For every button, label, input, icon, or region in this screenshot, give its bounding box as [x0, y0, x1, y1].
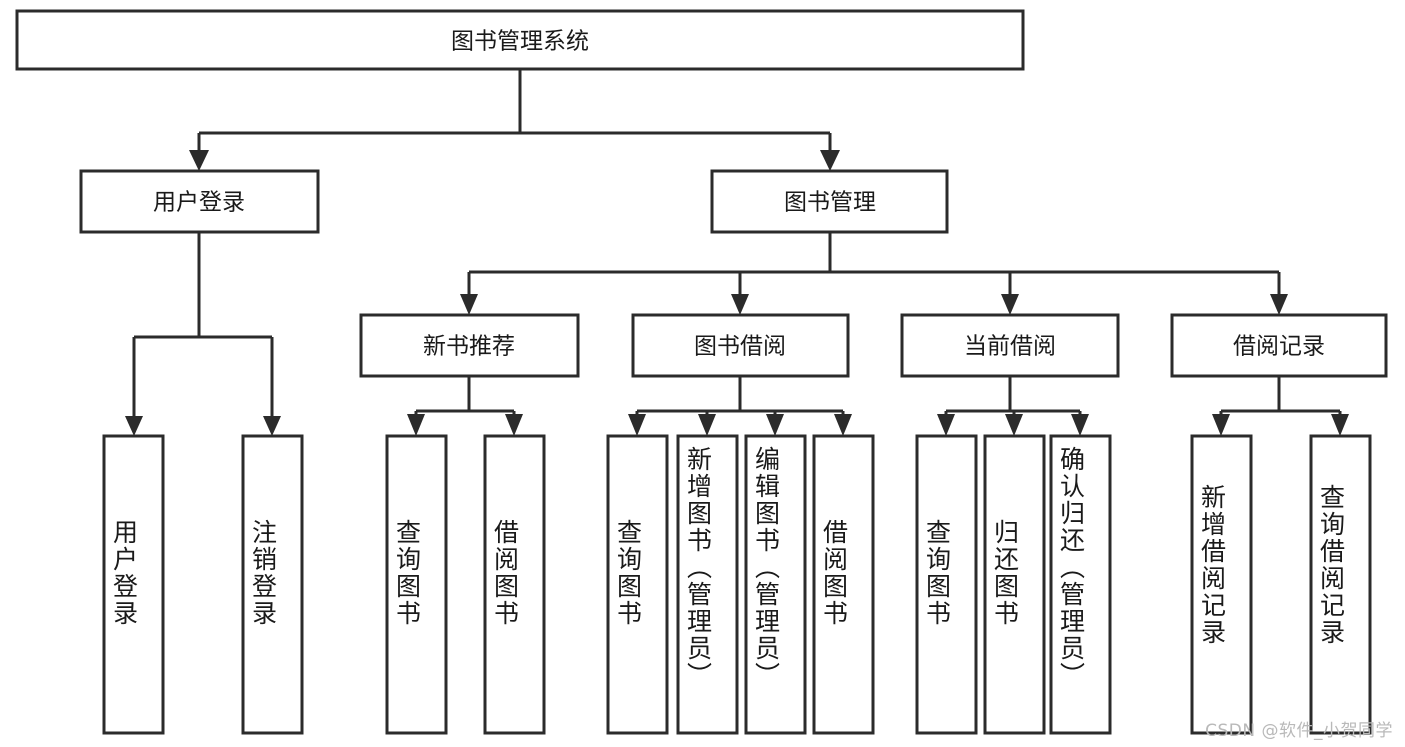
arrowhead-icon-leaf-confirm-return: [1071, 414, 1089, 436]
arrowhead-icon-book-borrow: [731, 294, 749, 315]
node-new-book-recommend-box[interactable]: [359, 313, 580, 378]
leaf-box-query-book-2[interactable]: [606, 434, 669, 735]
node-current-borrow-box[interactable]: [900, 313, 1120, 378]
arrowhead-icon-leaf-return-book: [1005, 414, 1023, 436]
node-user-login[interactable]: 用户登录: [79, 169, 320, 234]
leaf-box-query-book-1[interactable]: [385, 434, 448, 735]
node-user-login-box[interactable]: [79, 169, 320, 234]
leaf-box-edit-book[interactable]: [744, 434, 807, 735]
arrowhead-icon-current-borrow: [1001, 294, 1019, 315]
node-new-book-recommend[interactable]: 新书推荐: [359, 313, 580, 378]
csdn-watermark: CSDN @软件_小贺同学: [1205, 721, 1393, 741]
leaf-box-query-book-3[interactable]: [915, 434, 978, 735]
arrowhead-icon-leaf-borrow-book-1: [505, 414, 523, 436]
leaf-box-borrow-book-1[interactable]: [483, 434, 546, 735]
arrowhead-icon-borrow-record: [1270, 294, 1288, 315]
leaf-box-confirm-return[interactable]: [1049, 434, 1112, 735]
leaf-box-logout[interactable]: [241, 434, 304, 735]
arrowhead-icon-leaf-add-record: [1212, 414, 1230, 436]
node-root[interactable]: 图书管理系统: [15, 9, 1025, 71]
node-current-borrow[interactable]: 当前借阅: [900, 313, 1120, 378]
arrowhead-icon-leaf-query-book-2: [628, 414, 646, 436]
leaf-box-query-record[interactable]: [1309, 434, 1372, 735]
node-borrow-record-box[interactable]: [1170, 313, 1388, 378]
node-book-manage-box[interactable]: [710, 169, 949, 234]
node-book-borrow[interactable]: 图书借阅: [631, 313, 850, 378]
arrowhead-icon-book-manage: [820, 150, 840, 171]
arrowhead-icon-new-book-recommend: [460, 294, 478, 315]
node-book-manage[interactable]: 图书管理: [710, 169, 949, 234]
leaf-box-return-book[interactable]: [983, 434, 1046, 735]
node-root-box[interactable]: [15, 9, 1025, 71]
arrowhead-icon-user-login: [189, 150, 209, 171]
arrowhead-icon-leaf-edit-book: [766, 414, 784, 436]
node-book-borrow-label: 图书借阅: [694, 334, 786, 360]
node-current-borrow-label: 当前借阅: [964, 334, 1056, 360]
arrowhead-icon-leaf-user-login: [125, 416, 143, 436]
node-borrow-record-label: 借阅记录: [1233, 334, 1325, 360]
arrowhead-icon-leaf-logout: [263, 416, 281, 436]
node-book-manage-label: 图书管理: [784, 190, 876, 216]
arrowhead-icon-leaf-query-book-3: [937, 414, 955, 436]
node-book-borrow-box[interactable]: [631, 313, 850, 378]
leaf-box-borrow-book-2[interactable]: [812, 434, 875, 735]
arrowhead-icon-leaf-add-book: [698, 414, 716, 436]
leaf-box-user-login[interactable]: [102, 434, 165, 735]
node-user-login-label: 用户登录: [153, 190, 245, 216]
arrowhead-icon-leaf-query-record: [1331, 414, 1349, 436]
leaf-box-add-book[interactable]: [676, 434, 739, 735]
node-borrow-record[interactable]: 借阅记录: [1170, 313, 1388, 378]
arrowhead-icon-leaf-borrow-book-2: [834, 414, 852, 436]
node-root-label: 图书管理系统: [451, 29, 589, 55]
node-new-book-recommend-label: 新书推荐: [423, 334, 515, 360]
leaf-boxes: [102, 434, 1372, 735]
leaf-box-add-record[interactable]: [1190, 434, 1253, 735]
arrowhead-icon-leaf-query-book-1: [407, 414, 425, 436]
arrow-heads: [125, 150, 1349, 436]
